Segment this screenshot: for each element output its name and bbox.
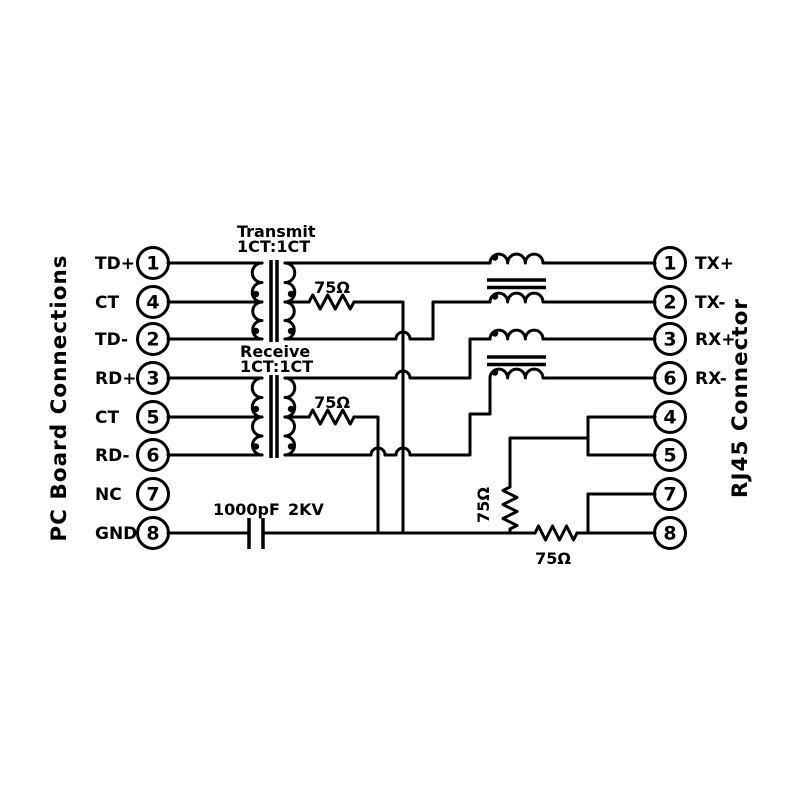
right-pin-row: 5 — [653, 438, 687, 472]
pin-label: RX- — [695, 369, 727, 389]
right-pin-row: 7 — [653, 477, 687, 511]
left-pin-row: 4 CT — [95, 285, 170, 319]
pin-7-branch — [586, 492, 657, 535]
termination-75-horizontal-resistor — [533, 524, 579, 542]
termination-75-vertical-resistor — [501, 485, 519, 535]
pin-number: 5 — [146, 407, 159, 429]
pin-label: NC — [95, 485, 122, 505]
pin-label: RX+ — [695, 330, 735, 350]
pin-number: 4 — [663, 407, 676, 429]
tx-minus-wire — [283, 300, 492, 341]
right-pin-row: 6 RX- — [653, 361, 727, 395]
receive-75-resistor — [307, 408, 356, 426]
right-pin-row: 3 RX+ — [653, 322, 735, 356]
transmit-resistor-label: 75Ω — [314, 278, 350, 297]
pins-4-5-tie — [586, 415, 657, 457]
pin-label: TX- — [695, 293, 725, 313]
pin-number: 8 — [663, 523, 676, 545]
capacitor-rating-label: 2KV — [288, 500, 325, 519]
pin-number: 8 — [146, 523, 159, 545]
capacitor-1000pf — [247, 518, 265, 549]
left-pin-row: 8 GND — [95, 516, 170, 550]
left-pin-row: 3 RD+ — [95, 361, 170, 395]
pin-number: 7 — [146, 484, 159, 506]
left-pin-row: 7 NC — [95, 477, 170, 511]
pin-number: 2 — [663, 292, 676, 314]
right-pin-row: 8 — [653, 516, 687, 550]
right-pin-row: 4 — [653, 400, 687, 434]
left-pin-row: 5 CT — [95, 400, 170, 434]
pin-label: CT — [95, 408, 119, 428]
transmit-nets — [283, 261, 492, 535]
pin-number: 5 — [663, 445, 676, 467]
left-header: PC Board Connections — [47, 254, 72, 541]
transmit-75-resistor — [307, 293, 356, 311]
receive-resistor-label: 75Ω — [314, 393, 350, 412]
pin-number: 6 — [663, 368, 676, 390]
transmit-ground-drop — [352, 300, 405, 535]
receive-transformer-ratio: 1CT:1CT — [240, 357, 313, 376]
transmit-primary-winding — [250, 261, 264, 341]
pin-label: RD+ — [95, 369, 136, 389]
rx-minus-wire — [283, 376, 492, 457]
receive-nets — [283, 337, 492, 535]
left-pin-row: 2 TD- — [95, 322, 170, 356]
transmit-transformer — [250, 260, 297, 342]
receive-core — [269, 375, 279, 458]
termination-vertical-resistor-label: 75Ω — [474, 487, 493, 523]
receive-ground-drop — [352, 415, 380, 535]
pin-number: 3 — [663, 329, 676, 351]
right-pin-row: 2 TX- — [653, 285, 725, 319]
pin-label: GND — [95, 524, 137, 544]
rx-plus-wire — [283, 337, 492, 380]
transmit-core — [269, 260, 279, 342]
pin-number: 4 — [146, 292, 159, 314]
capacitor-plates — [247, 518, 265, 549]
pin-label: CT — [95, 293, 119, 313]
termination-network — [261, 415, 657, 542]
termination-branch — [508, 436, 590, 489]
capacitor-value-label: 1000pF — [213, 500, 280, 519]
termination-horizontal-resistor-label: 75Ω — [535, 549, 571, 568]
transmit-transformer-title: Transmit — [237, 222, 316, 241]
transmit-transformer-ratio: 1CT:1CT — [237, 237, 310, 256]
pin-number: 3 — [146, 368, 159, 390]
pin-label: RD- — [95, 446, 130, 466]
pin-number: 2 — [146, 329, 159, 351]
right-header: RJ45 Connector — [728, 298, 753, 498]
receive-primary-winding — [250, 376, 264, 457]
pin-number: 6 — [146, 445, 159, 467]
common-mode-choke-transmit — [487, 252, 657, 304]
left-pin-wires — [166, 261, 264, 535]
left-pin-row: 1 TD+ — [95, 246, 170, 280]
pin-label: TD- — [95, 330, 128, 350]
right-pin-column: 1 TX+ 2 TX- 3 RX+ 6 RX- 4 5 7 8 — [653, 246, 735, 550]
pin-number: 7 — [663, 484, 676, 506]
right-pin-row: 1 TX+ — [653, 246, 734, 280]
pin-label: TX+ — [695, 254, 734, 274]
receive-transformer-title: Receive — [240, 342, 310, 361]
pin-label: TD+ — [95, 254, 135, 274]
pin-number: 1 — [663, 253, 676, 275]
left-pin-row: 6 RD- — [95, 438, 170, 472]
common-mode-choke-receive — [487, 328, 657, 380]
pin-number: 1 — [146, 253, 159, 275]
